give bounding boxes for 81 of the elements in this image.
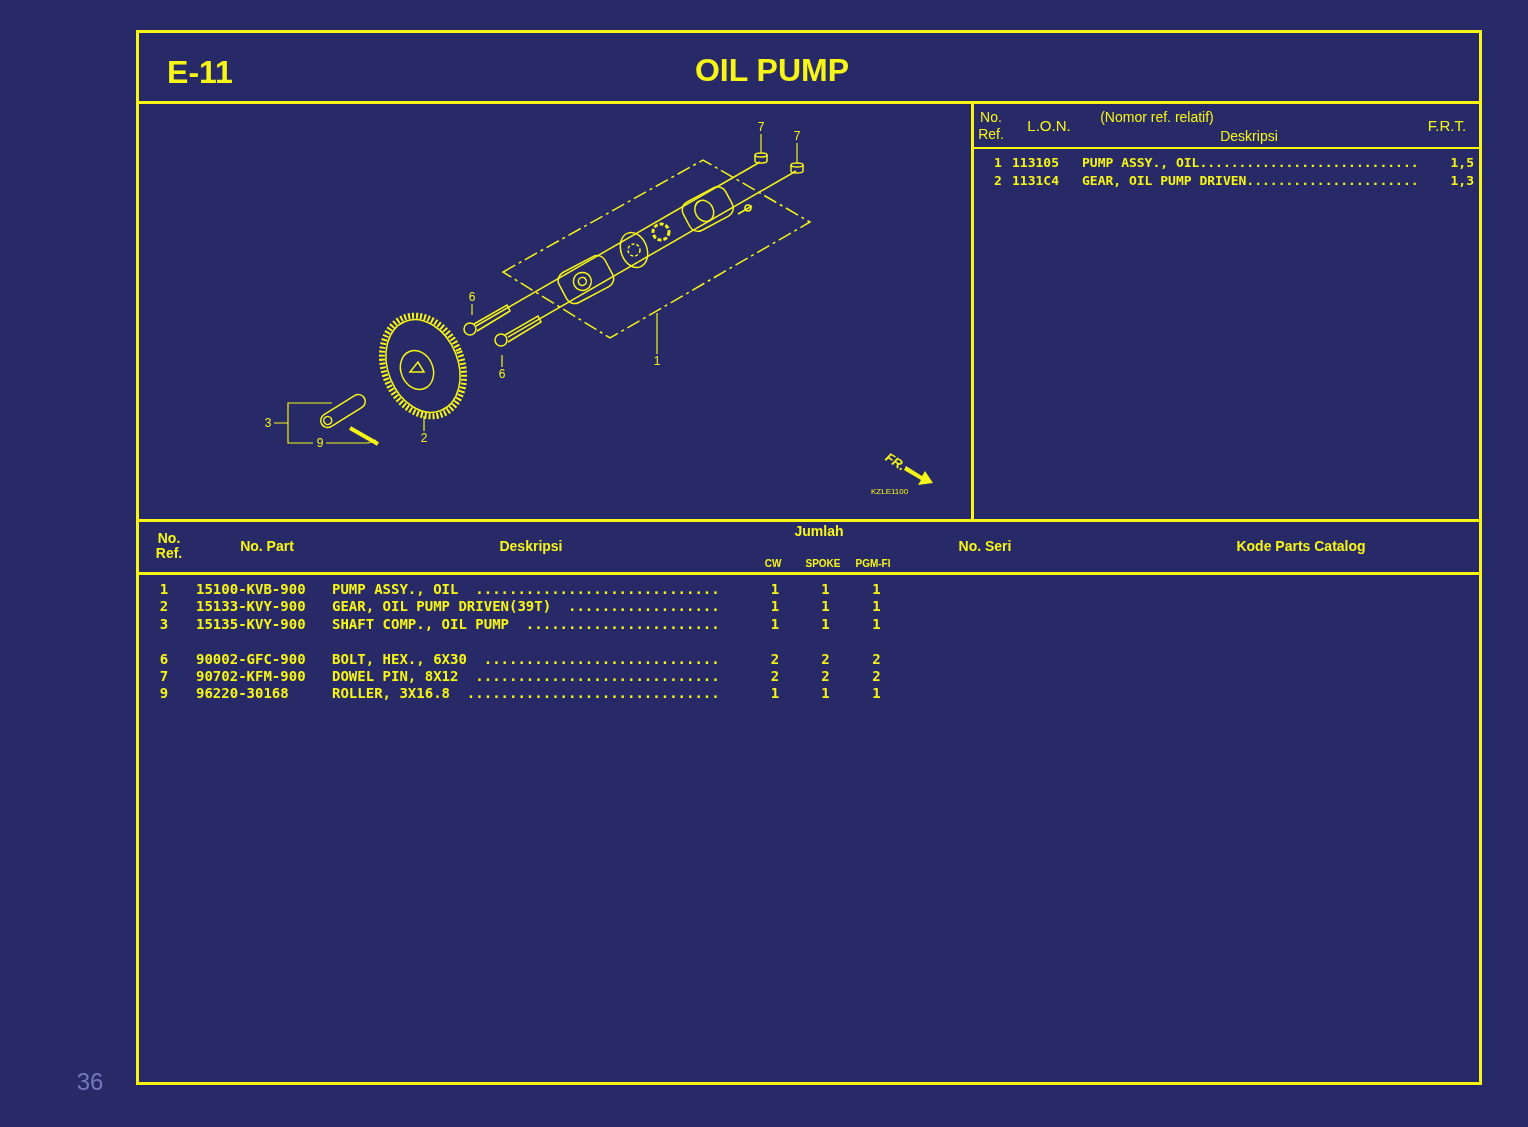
column-header: No. Ref. xyxy=(977,109,1005,143)
table-cell-text: 113105 xyxy=(1012,155,1060,171)
table-cell-text: 2 xyxy=(769,668,781,684)
table-cell-text: ROLLER, 3X16.8 .............................. xyxy=(332,685,721,701)
table-cell-text: 1 xyxy=(769,598,781,614)
table-cell-text: 2 xyxy=(871,668,882,684)
table-cell-text: GEAR, OIL PUMP DRIVEN...................... xyxy=(1082,173,1420,189)
table-cell: 1,5 xyxy=(1450,155,1474,171)
table-cell-text: 7 xyxy=(158,668,170,684)
table-cell-text: 9 xyxy=(158,685,170,701)
leader-line xyxy=(796,142,798,164)
column-header: No. Seri xyxy=(958,538,1012,554)
leader-line xyxy=(423,415,425,432)
table-cell-text: 1 xyxy=(871,685,882,701)
column-header: No. Ref. xyxy=(154,531,184,561)
column-header: No. Part xyxy=(240,538,294,554)
table-cell-text: GEAR, OIL PUMP DRIVEN(39T) .................. xyxy=(332,598,721,614)
column-header: CW xyxy=(764,556,782,571)
table-cell-text: 2 xyxy=(158,598,170,614)
table-cell-text: 90702-KFM-900 xyxy=(196,668,307,684)
column-header: Deskripsi xyxy=(1220,126,1278,146)
table-cell-text: 1 xyxy=(820,616,831,632)
table-cell-text: 3 xyxy=(158,616,170,632)
leader-line xyxy=(273,402,333,444)
table-cell-text: 2 xyxy=(993,173,1003,189)
direction-label: FR. xyxy=(881,448,910,476)
callout-number: 9 xyxy=(314,436,326,450)
column-header: L.O.N. xyxy=(1027,115,1071,136)
table-cell-text: 1 xyxy=(820,685,831,701)
table-cell-text: 15100-KVB-900 xyxy=(196,581,307,597)
table-cell-text: 1 xyxy=(820,598,831,614)
column-header: (Nomor ref. relatif) xyxy=(1100,107,1214,127)
column-header: PGM-FI xyxy=(855,556,891,571)
table-cell-text: 6 xyxy=(158,651,170,667)
table-cell-text: 15135-KVY-900 xyxy=(196,616,307,632)
table-cell-text: 2 xyxy=(820,651,831,667)
callout-number: 6 xyxy=(466,290,478,304)
table-cell-text: 1 xyxy=(769,685,781,701)
dowel-pin-drawing xyxy=(790,162,804,174)
column-header: SPOKE xyxy=(805,556,841,571)
table-cell-text: PUMP ASSY., OIL............................ xyxy=(1082,155,1420,171)
column-header: Jumlah xyxy=(794,523,844,539)
section-code: E-11 xyxy=(167,53,233,92)
callout-number: 7 xyxy=(791,129,803,143)
table-cell-text: 1131C4 xyxy=(1012,173,1060,189)
table-cell-text: 1 xyxy=(820,581,831,597)
column-header: F.R.T. xyxy=(1427,115,1467,136)
leader-line xyxy=(656,312,658,355)
table-cell-text: 96220-30168 xyxy=(196,685,290,701)
leader-line xyxy=(471,303,473,316)
callout-number: 2 xyxy=(418,431,430,445)
callout-number: 7 xyxy=(755,120,767,134)
callout-number: 3 xyxy=(262,416,274,430)
table-cell-text: 1 xyxy=(871,581,882,597)
column-header: Kode Parts Catalog xyxy=(1236,538,1366,554)
leader-line xyxy=(325,439,377,444)
table-cell-text: DOWEL PIN, 8X12 ............................. xyxy=(332,668,721,684)
leader-line xyxy=(501,354,503,368)
callout-number: 6 xyxy=(496,367,508,381)
table-cell-text: 90002-GFC-900 xyxy=(196,651,307,667)
page-title: OIL PUMP xyxy=(694,51,850,90)
dowel-pin-drawing xyxy=(754,152,768,164)
table-cell-text: 1 xyxy=(871,616,882,632)
table-cell-text: BOLT, HEX., 6X30 ............................ xyxy=(332,651,721,667)
callout-number: 1 xyxy=(651,354,663,368)
table-cell-text: 15133-KVY-900 xyxy=(196,598,307,614)
page-number: 36 xyxy=(76,1067,104,1097)
table-cell-text: 2 xyxy=(820,668,831,684)
leader-line xyxy=(760,133,762,154)
table-cell-text: SHAFT COMP., OIL PUMP ....................... xyxy=(332,616,721,632)
table-cell-text: 1 xyxy=(769,616,781,632)
column-header: Deskripsi xyxy=(499,538,563,554)
table-cell: 1,3 xyxy=(1450,173,1474,189)
table-cell-text: 1 xyxy=(993,155,1003,171)
table-cell-text: 2 xyxy=(769,651,781,667)
table-cell-text: 1 xyxy=(769,581,781,597)
figure-code: KZLE1100 xyxy=(871,487,909,496)
table-cell-text: 1 xyxy=(871,598,882,614)
table-cell-text: PUMP ASSY., OIL ............................. xyxy=(332,581,721,597)
table-cell-text: 1 xyxy=(158,581,170,597)
table-cell-text: 2 xyxy=(871,651,882,667)
